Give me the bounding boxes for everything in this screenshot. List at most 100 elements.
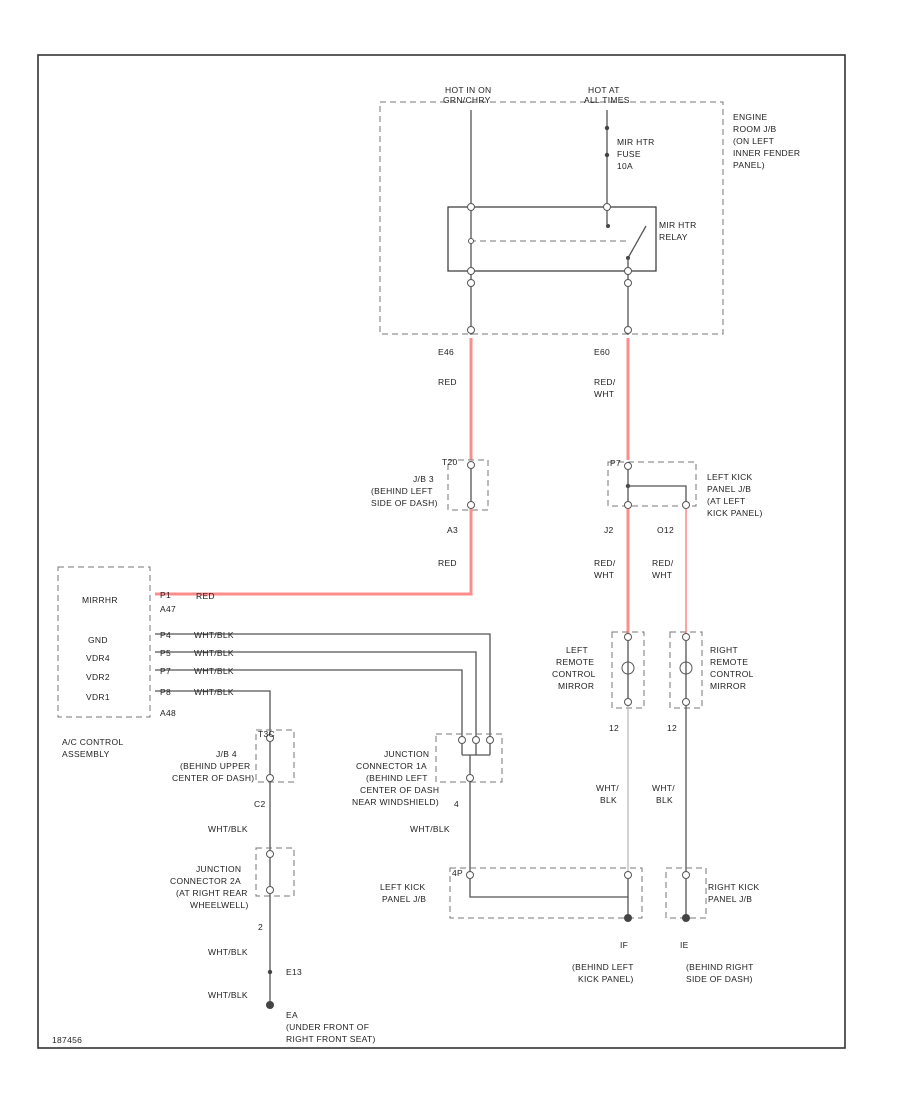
label-hot-at-all: HOT AT [588,85,620,95]
relay-contact [627,225,647,259]
connector-e13 [267,969,273,975]
terminal-e46-a [467,279,475,287]
label-hot-in-on-color: GRN/CHRY [443,95,491,105]
ac-control-box [57,566,151,718]
terminal-e60-b [624,326,632,334]
left-kick-bus [469,879,628,898]
jc2a-term-bottom [266,886,274,894]
terminal-relay-top-right [603,203,611,211]
label-p7-top: P7 [610,458,621,468]
left-kick-jb-bottom-box [449,867,643,919]
label-jc2a-3: (AT RIGHT REAR [176,888,248,898]
label-t3c: T3C [258,729,275,739]
label-hot-at-all-times: ALL TIMES [584,95,630,105]
label-jc1a-5: NEAR WINDSHIELD) [352,797,439,807]
label-wire-red-wht-2a: RED/ [594,558,616,568]
label-ac-name-1: A/C CONTROL [62,737,123,747]
label-left-mirror-2: REMOTE [556,657,594,667]
label-fuse-name: MIR HTR [617,137,655,147]
jb3-box [447,459,489,511]
jb4-box [255,729,295,783]
label-jb3-1: J/B 3 [413,474,434,484]
label-engine-jb-4: INNER FENDER [733,148,800,158]
label-ac-wire-1: WHT/BLK [194,630,234,640]
label-ac-wire-4: WHT/BLK [194,687,234,697]
label-ac-p1: P1 [160,590,171,600]
label-wire-red-2: RED [438,558,457,568]
label-ac-p8: P8 [160,687,171,697]
fuse-top [604,125,610,131]
label-ground-if-2: (BEHIND LEFT [572,962,634,972]
label-left-kick-jb-2: PANEL J/B [707,484,751,494]
label-ac-a47: A47 [160,604,176,614]
label-e60: E60 [594,347,610,357]
label-e46: E46 [438,347,454,357]
terminal-a3 [467,501,475,509]
label-ground-if-3: KICK PANEL) [578,974,634,984]
label-ground-if: IF [620,940,628,950]
label-wire-red-1: RED [438,377,457,387]
label-ac-mirrhr: MIRRHR [82,595,118,605]
label-ac-vdr4: VDR4 [86,653,110,663]
label-left-kick-jb-3: (AT LEFT [707,496,745,506]
label-jc1a-3: (BEHIND LEFT [366,773,428,783]
label-fuse-rating: 10A [617,161,633,171]
label-wire-red-wht-1b: WHT [594,389,614,399]
label-ground-ea-3: RIGHT FRONT SEAT) [286,1034,376,1044]
terminal-j2 [624,501,632,509]
jc1a-term-4 [466,774,474,782]
label-jb3-3: SIDE OF DASH) [371,498,438,508]
terminal-p7 [624,462,632,470]
wire-vdr2 [155,669,463,738]
label-jb3-2: (BEHIND LEFT [371,486,433,496]
label-ground-ea: EA [286,1010,298,1020]
fuse-bottom [604,152,610,158]
label-ac-p7: P7 [160,666,171,676]
jb-branch-o12 [628,485,687,505]
left-kick-jb-box [607,461,697,507]
footer-code: 187456 [52,1035,82,1045]
label-fuse: FUSE [617,149,641,159]
label-jc2a-1: JUNCTION [196,864,241,874]
label-wire-wht-blk-r2: BLK [656,795,673,805]
label-left-mirror-1: LEFT [566,645,588,655]
label-wire-wb-4: WHT/BLK [208,990,248,1000]
label-right-mirror-4: MIRROR [710,681,746,691]
label-left-mirror-4: MIRROR [558,681,594,691]
label-wire-wht-blk-l1: WHT/ [596,783,619,793]
label-o12: O12 [657,525,674,535]
left-mirror-term-top [624,633,632,641]
label-ac-gnd: GND [88,635,108,645]
label-ac-vdr1: VDR1 [86,692,110,702]
label-ground-ie: IE [680,940,689,950]
label-ac-vdr2: VDR2 [86,672,110,682]
label-left-mirror-3: CONTROL [552,669,596,679]
label-hot-in-on: HOT IN ON [445,85,491,95]
label-left-mirror-pin: 12 [609,723,619,733]
label-engine-jb-3: (ON LEFT [733,136,774,146]
label-engine-jb-2: ROOM J/B [733,124,777,134]
terminal-4p [466,871,474,879]
diagram-frame [37,54,846,1049]
label-j2: J2 [604,525,614,535]
terminal-e60-a [624,279,632,287]
label-jc2a-4: WHEELWELL) [190,900,249,910]
terminal-c2 [266,774,274,782]
label-right-mirror-3: CONTROL [710,669,754,679]
label-wire-wb-1: WHT/BLK [208,824,248,834]
label-e13: E13 [286,967,302,977]
label-right-mirror-2: REMOTE [710,657,748,667]
label-ac-wire-2: WHT/BLK [194,648,234,658]
label-left-kick-jb2-2: PANEL J/B [382,894,426,904]
label-wire-red-wht-3a: RED/ [652,558,674,568]
label-right-kick-jb-2: PANEL J/B [708,894,752,904]
label-jc1a-2: CONNECTOR 1A [356,761,427,771]
label-jc1a-pin-4: 4 [454,799,459,809]
jc2a-term-top [266,850,274,858]
label-wire-red-wht-2b: WHT [594,570,614,580]
label-ground-ie-2: (BEHIND RIGHT [686,962,754,972]
label-jc1a-1: JUNCTION [384,749,429,759]
label-jc2a-2: CONNECTOR 2A [170,876,241,886]
terminal-right-kick [682,871,690,879]
